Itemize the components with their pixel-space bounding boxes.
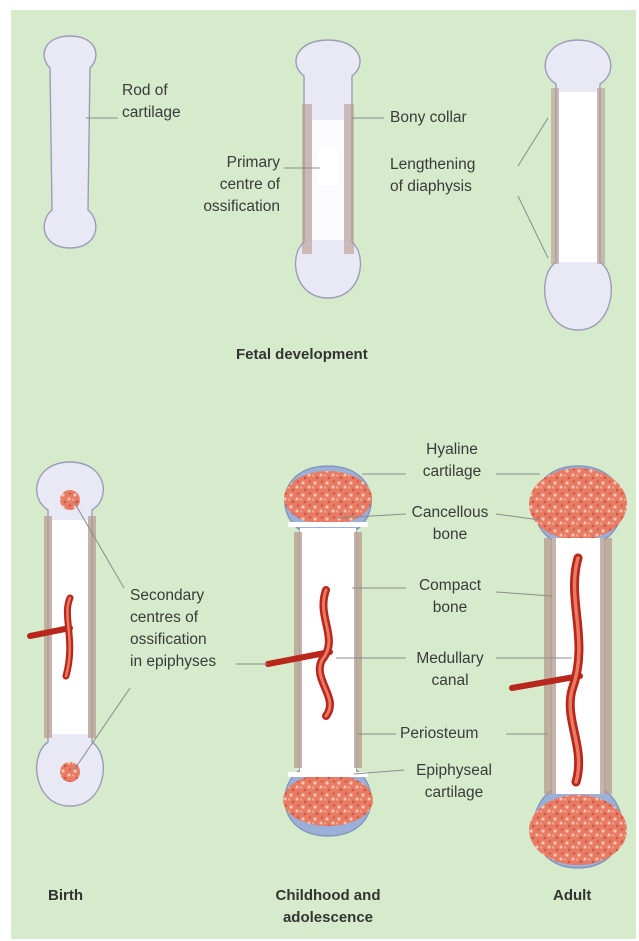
birth-bone xyxy=(30,462,103,806)
label-compact-bone: Compact bone xyxy=(400,575,500,619)
caption-birth: Birth xyxy=(48,885,83,907)
adult-cancellous-bottom xyxy=(529,795,627,865)
label-bony-collar: Bony collar xyxy=(390,107,467,129)
label-line: Compact xyxy=(400,575,500,597)
label-line: Primary xyxy=(196,152,280,174)
label-primary-centre: Primary centre of ossification xyxy=(196,152,280,218)
adult-bone xyxy=(512,466,627,868)
label-line: of diaphysis xyxy=(390,176,475,198)
caption-fetal-development: Fetal development xyxy=(236,344,368,366)
label-line: Rod of xyxy=(122,80,181,102)
label-line: centres of xyxy=(130,607,216,629)
label-medullary-canal: Medullary canal xyxy=(400,648,500,692)
label-line: bone xyxy=(400,524,500,546)
label-line: cartilage xyxy=(122,102,181,124)
caption-line: adolescence xyxy=(258,907,398,929)
label-line: centre of xyxy=(196,174,280,196)
label-line: Secondary xyxy=(130,585,216,607)
fetal-cartilage-rod xyxy=(44,36,96,248)
caption-line: Childhood and xyxy=(258,885,398,907)
label-line: ossification xyxy=(130,629,216,651)
label-line: Cancellous xyxy=(400,502,500,524)
label-line: Medullary xyxy=(400,648,500,670)
label-rod-of-cartilage: Rod of cartilage xyxy=(122,80,181,124)
label-line: in epiphyses xyxy=(130,651,216,673)
fetal-lengthening-bone xyxy=(545,40,612,330)
childhood-bone xyxy=(268,466,373,836)
label-line: Hyaline xyxy=(406,439,498,461)
caption-childhood-adolescence: Childhood and adolescence xyxy=(258,885,398,929)
label-lengthening-of-diaphysis: Lengthening of diaphysis xyxy=(390,154,475,198)
label-line: cartilage xyxy=(398,782,510,804)
caption-adult: Adult xyxy=(553,885,591,907)
label-cancellous-bone: Cancellous bone xyxy=(400,502,500,546)
fetal-bony-collar-bone xyxy=(296,40,361,298)
label-epiphyseal-cartilage: Epiphyseal cartilage xyxy=(398,760,510,804)
label-secondary-centres: Secondary centres of ossification in epi… xyxy=(130,585,216,673)
label-line: cartilage xyxy=(406,461,498,483)
label-hyaline-cartilage: Hyaline cartilage xyxy=(406,439,498,483)
label-line: canal xyxy=(400,670,500,692)
label-line: ossification xyxy=(196,196,280,218)
adult-cancellous-top xyxy=(529,468,627,540)
label-line: Epiphyseal xyxy=(398,760,510,782)
label-periosteum: Periosteum xyxy=(400,723,478,745)
label-line: Lengthening xyxy=(390,154,475,176)
label-line: bone xyxy=(400,597,500,619)
childhood-cancellous-bottom xyxy=(283,774,373,826)
